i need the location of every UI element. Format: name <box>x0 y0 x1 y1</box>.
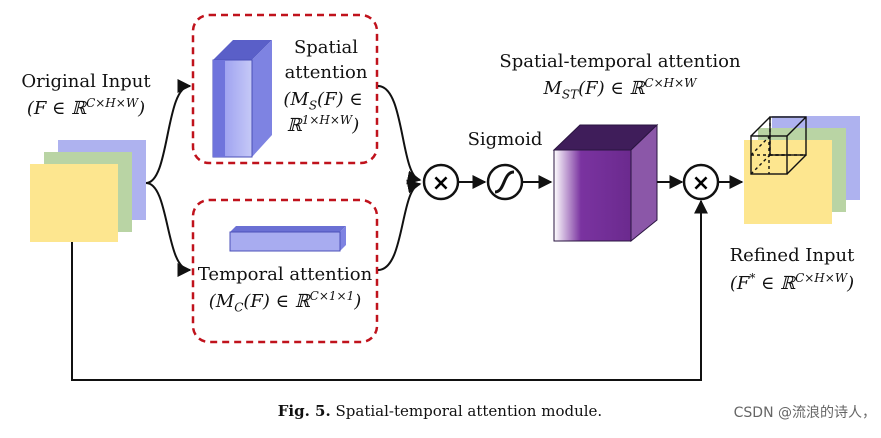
branch-to-spatial <box>145 79 192 184</box>
input-yellow-layer <box>30 164 118 242</box>
watermark: CSDN @流浪的诗人， <box>733 405 876 421</box>
merge-from-temporal <box>377 179 422 271</box>
attention-cube <box>552 123 659 243</box>
multiply-op-2: × <box>682 163 720 201</box>
spatial-attention-box <box>191 13 379 165</box>
spatial-math-1: (MS(F) ∈ <box>283 89 363 113</box>
spatial-label-2: attention <box>284 62 368 83</box>
multiply-op-1: × <box>422 163 460 201</box>
input-title: Original Input <box>21 71 151 92</box>
refined-yellow-layer <box>744 140 832 224</box>
original-input-stack <box>30 140 146 242</box>
branch-to-temporal <box>145 182 192 277</box>
wireframe-cube <box>750 116 807 175</box>
svg-text:×: × <box>432 171 450 196</box>
spatial-math-2: ℝ1×H×W) <box>286 113 360 136</box>
sigmoid-op <box>486 163 524 201</box>
temporal-bar <box>229 226 346 252</box>
refined-input-stack <box>744 116 860 224</box>
sigmoid-label: Sigmoid <box>467 129 543 150</box>
input-math: (F ∈ ℝC×H×W) <box>26 96 146 119</box>
refined-title: Refined Input <box>729 245 855 266</box>
st-math: MST(F) ∈ ℝC×H×W <box>543 76 697 102</box>
temporal-math: (MC(F) ∈ ℝC×1×1) <box>208 289 362 315</box>
temporal-title: Temporal attention <box>197 264 373 285</box>
spatial-slab <box>212 40 272 158</box>
spatial-label-1: Spatial <box>293 37 359 58</box>
svg-text:×: × <box>692 171 710 196</box>
st-title: Spatial-temporal attention <box>499 51 741 72</box>
skip-connection <box>71 199 708 381</box>
temporal-attention-box <box>191 198 379 344</box>
figure-caption: Fig. 5. Spatial-temporal attention modul… <box>277 402 603 420</box>
refined-math: (F* ∈ ℝC×H×W) <box>729 271 855 294</box>
merge-from-spatial <box>377 85 422 185</box>
